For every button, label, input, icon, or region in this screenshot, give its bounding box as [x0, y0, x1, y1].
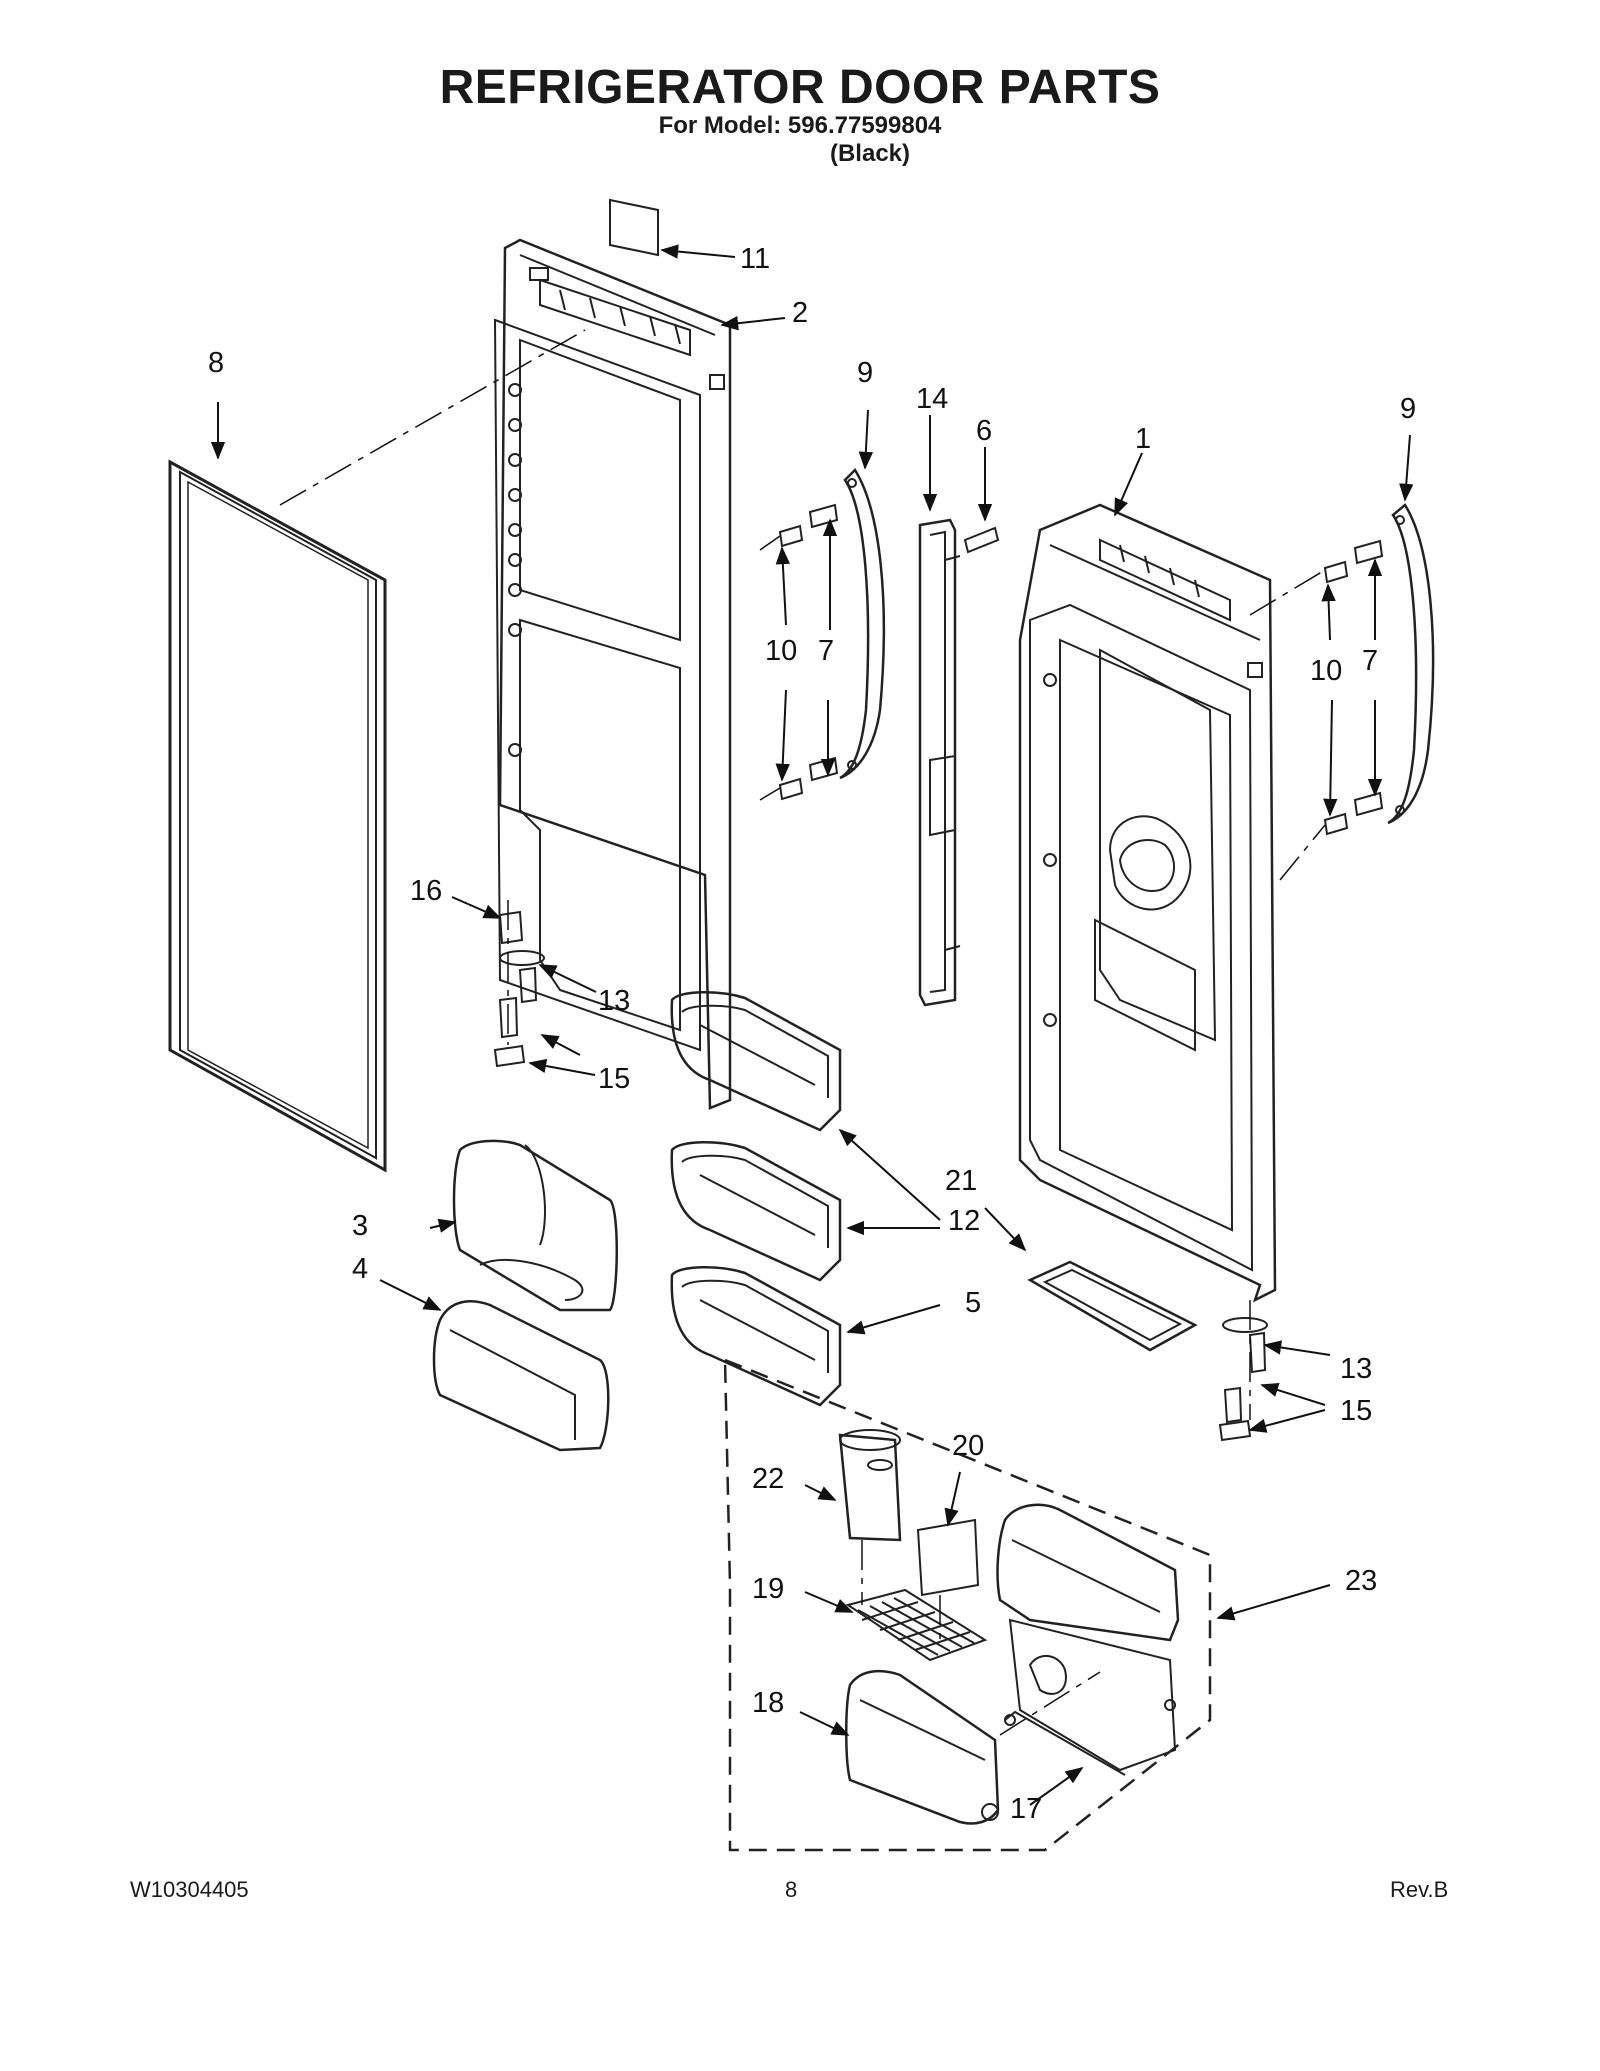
callout-21: 21 — [945, 1165, 977, 1197]
callout-23: 23 — [1345, 1565, 1377, 1597]
handle-screws-right — [1323, 539, 1384, 836]
callout-13-left: 13 — [598, 985, 630, 1017]
page-header: REFRIGERATOR DOOR PARTS For Model: 596.7… — [0, 62, 1600, 168]
dairy-bin — [432, 1300, 610, 1452]
callout-7-right: 7 — [1362, 645, 1378, 677]
callout-5: 5 — [965, 1287, 981, 1319]
callout-4: 4 — [352, 1253, 368, 1285]
hinge-hardware-left — [493, 910, 545, 1068]
callout-10-right: 10 — [1310, 655, 1342, 687]
ice-bin-assembly-boundary — [723, 1358, 1212, 1852]
callout-10-left: 10 — [765, 635, 797, 667]
callout-15-left: 15 — [598, 1063, 630, 1095]
door-gasket — [168, 459, 387, 1173]
callout-17: 17 — [1010, 1793, 1042, 1825]
hinge-hardware-right — [1218, 1317, 1268, 1442]
callout-20: 20 — [952, 1430, 984, 1462]
door-bin-lower — [670, 1265, 842, 1407]
callout-11: 11 — [740, 243, 770, 275]
callout-22: 22 — [752, 1463, 784, 1495]
callout-8: 8 — [208, 347, 224, 379]
screw — [963, 526, 1000, 554]
callout-16: 16 — [410, 875, 442, 907]
callout-2: 2 — [792, 297, 808, 329]
callout-19: 19 — [752, 1573, 784, 1605]
model-number: For Model: 596.77599804 — [658, 112, 942, 139]
page-title: REFRIGERATOR DOOR PARTS — [439, 61, 1161, 114]
callout-18: 18 — [752, 1687, 784, 1719]
ice-door-flap — [916, 1518, 980, 1597]
revision: Rev.B — [1390, 1877, 1449, 1902]
ice-grate — [845, 1588, 988, 1662]
callout-12: 12 — [948, 1205, 980, 1237]
callout-13-right: 13 — [1340, 1353, 1372, 1385]
hinge-trim-strip — [918, 518, 961, 1007]
document-number: W10304405 — [130, 1877, 249, 1902]
callout-14: 14 — [916, 383, 948, 415]
ice-cup — [838, 1429, 902, 1542]
callout-9-left: 9 — [857, 357, 873, 389]
color-variant: (Black) — [829, 140, 911, 167]
dairy-door — [452, 1139, 619, 1312]
ice-bin-housing — [996, 1503, 1180, 1776]
ice-bin-front — [845, 1669, 1000, 1825]
callout-9-right: 9 — [1400, 393, 1416, 425]
door-bin-middle — [670, 1140, 842, 1282]
drip-tray — [1027, 1260, 1198, 1352]
handle-right — [1387, 503, 1435, 825]
left-door-liner — [493, 238, 732, 1110]
callout-1: 1 — [1135, 423, 1151, 455]
handle-left — [839, 468, 886, 780]
callout-15-right: 15 — [1340, 1395, 1372, 1427]
callout-6: 6 — [976, 415, 992, 447]
callout-3: 3 — [352, 1210, 368, 1242]
right-door-liner — [1018, 503, 1277, 1303]
callout-7-left: 7 — [818, 635, 834, 667]
page-number: 8 — [785, 1877, 798, 1902]
door-bin-upper — [670, 990, 842, 1132]
label — [609, 198, 659, 257]
